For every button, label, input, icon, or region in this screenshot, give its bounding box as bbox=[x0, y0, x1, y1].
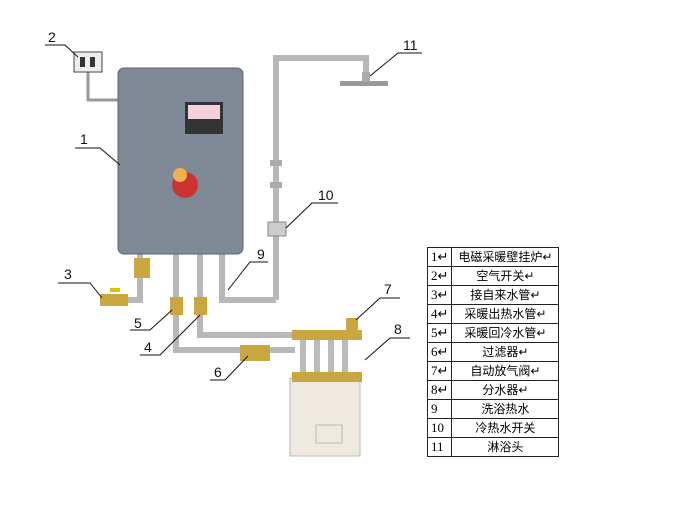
inlet-valve bbox=[100, 294, 128, 306]
manifold-lower bbox=[292, 372, 362, 382]
callout-7: 7 bbox=[384, 281, 392, 297]
shower-head bbox=[340, 81, 388, 86]
legend-row: 2↵空气开关↵ bbox=[426, 266, 560, 286]
mixer-valve bbox=[267, 221, 287, 237]
legend-row: 8↵分水器↵ bbox=[426, 380, 560, 400]
legend-row: 5↵采暖回冷水管↵ bbox=[426, 323, 560, 343]
callout-9: 9 bbox=[257, 246, 265, 262]
callout-4: 4 bbox=[144, 339, 152, 355]
leader-lines bbox=[45, 44, 422, 381]
callout-11: 11 bbox=[403, 37, 418, 53]
heating-out-pipe bbox=[197, 300, 295, 338]
legend-table: 1↵电磁采暖壁挂炉↵ 2↵空气开关↵ 3↵接自来水管↵ 4↵采暖出热水管↵ 5↵… bbox=[426, 247, 560, 457]
valve bbox=[134, 258, 150, 278]
callout-3: 3 bbox=[64, 266, 72, 282]
legend-row: 3↵接自来水管↵ bbox=[426, 285, 560, 305]
manifold-box bbox=[289, 377, 361, 457]
air-vent-valve bbox=[346, 318, 358, 332]
callout-8: 8 bbox=[394, 321, 402, 337]
filter bbox=[240, 345, 270, 361]
boiler bbox=[117, 67, 244, 255]
legend-row: 6↵过滤器↵ bbox=[426, 342, 560, 362]
power-cable bbox=[86, 65, 118, 102]
callout-5: 5 bbox=[134, 315, 142, 331]
callout-10: 10 bbox=[318, 187, 334, 203]
callout-1: 1 bbox=[80, 131, 88, 147]
legend-row: 4↵采暖出热水管↵ bbox=[426, 304, 560, 324]
callout-6: 6 bbox=[214, 364, 222, 380]
legend-row: 7↵自动放气阀↵ bbox=[426, 361, 560, 381]
bath-hot-pipe bbox=[219, 253, 276, 303]
air-switch bbox=[73, 51, 103, 73]
shower-riser-pipe bbox=[273, 55, 369, 300]
callout-2: 2 bbox=[48, 29, 56, 45]
legend-row: 1↵电磁采暖壁挂炉↵ bbox=[426, 247, 560, 267]
manifold-upper bbox=[292, 330, 362, 340]
